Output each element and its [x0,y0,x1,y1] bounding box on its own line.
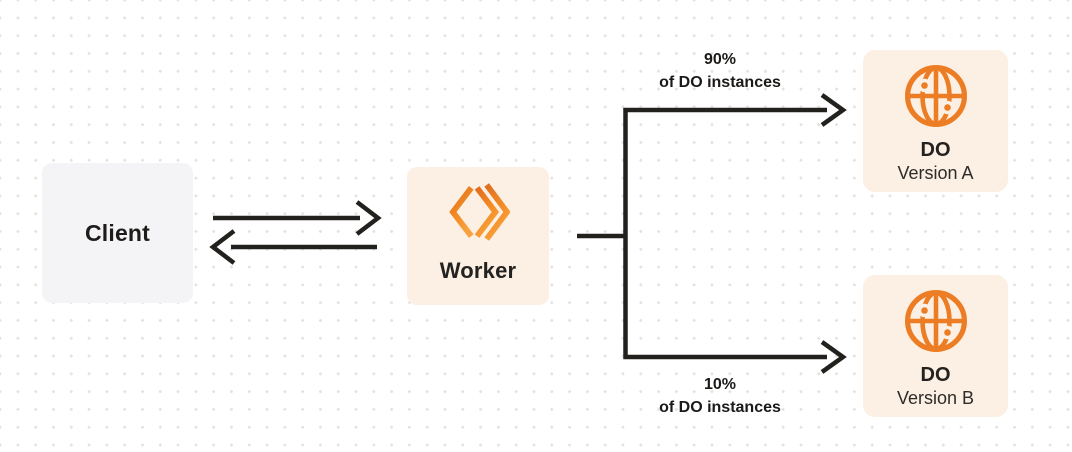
do-a-subtitle: Version A [897,163,974,183]
client-to-worker-arrow [213,200,382,236]
branch-90-percent: 90% [703,51,737,68]
durable-object-globe-icon [904,63,968,129]
do-b-title: DO [920,364,951,386]
branch-label-90: 90% of DO instances [610,48,830,94]
do-a-title: DO [920,139,951,161]
branch-10-caption: of DO instances [659,399,781,416]
do-version-a-node: DO Version A [863,50,1008,192]
cloudflare-workers-icon [446,183,510,241]
split-arrowhead-90 [820,93,847,127]
client-label: Client [84,219,151,246]
worker-to-client-arrow [209,229,377,265]
split-arrowhead-10 [820,340,847,374]
traffic-split-connector [577,107,827,360]
worker-node: Worker [407,167,549,305]
do-version-b-node: DO Version B [863,275,1008,417]
worker-label: Worker [439,258,517,283]
branch-label-10: 10% of DO instances [610,373,830,419]
do-b-subtitle: Version B [896,388,975,408]
branch-10-percent: 10% [703,376,737,393]
branch-90-caption: of DO instances [659,74,781,91]
durable-object-globe-icon [904,288,968,354]
client-node: Client [42,163,193,303]
